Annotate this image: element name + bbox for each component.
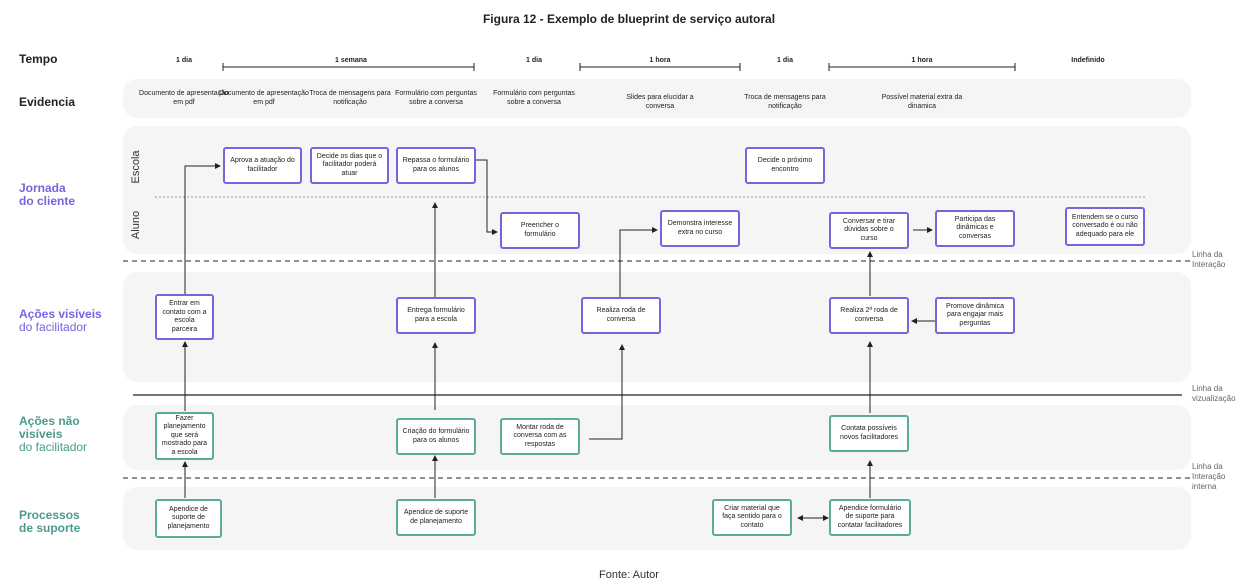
row-label-journey-line2: do cliente	[19, 194, 76, 208]
invisible-action-box: Criação do formulário para os alunos	[396, 418, 476, 455]
time-label: 1 semana	[335, 57, 367, 64]
line-label-text: Linha da	[1192, 462, 1223, 471]
evidence-item: Documento de apresentação em pdf	[139, 90, 229, 106]
aluno-step-box: Participa das dinâmicas e conversas	[935, 210, 1015, 247]
figure-title: Figura 12 - Exemplo de blueprint de serv…	[482, 12, 776, 26]
visible-action-box: Entrega formulário para a escola	[396, 297, 476, 334]
source-caption: Fonte: Autor	[599, 569, 659, 581]
visible-action-box: Realiza 2ª roda de conversa	[829, 297, 909, 334]
row-label-visible: Ações visíveis do facilitador	[19, 308, 102, 334]
row-label-invisible-line1: Ações não	[19, 414, 80, 428]
row-label-journey-line1: Jornada	[19, 181, 66, 195]
escola-step-box: Decide os dias que o facilitador poderá …	[310, 147, 389, 184]
visible-action-box: Entrar em contato com a escola parceira	[155, 294, 214, 340]
time-label: 1 hora	[649, 57, 671, 64]
row-label-invisible-line3: do facilitador	[19, 440, 88, 454]
time-label: 1 dia	[777, 57, 793, 64]
support-panel	[123, 487, 1191, 550]
line-label-text: Linha da	[1192, 250, 1223, 259]
aluno-step-box: Entendem se o curso conversado é ou não …	[1065, 207, 1145, 246]
evidence-panel	[123, 79, 1191, 118]
time-label: 1 dia	[176, 57, 192, 64]
row-label-invisible-line2: visíveis	[19, 427, 63, 441]
row-label-support-line1: Processos	[19, 508, 80, 522]
aluno-step-box: Demonstra interesse extra no curso	[660, 210, 740, 247]
visible-action-box: Realiza roda de conversa	[581, 297, 661, 334]
row-label-visible-line1: Ações visíveis	[19, 307, 102, 321]
evidence-item: Troca de mensagens para notificação	[309, 90, 391, 106]
aluno-step-box: Preencher o formulário	[500, 212, 580, 249]
evidence-item: Formulário com perguntas sobre a convers…	[493, 90, 575, 106]
escola-step-box: Aprova a atuação do facilitador	[223, 147, 302, 184]
line-label-text: Linha da	[1192, 384, 1223, 393]
line-label-text: vizualização	[1192, 394, 1236, 403]
time-label: 1 hora	[911, 57, 933, 64]
invisible-action-box: Contata possíveis novos facilitadores	[829, 415, 909, 452]
row-label-support-line2: de suporte	[19, 521, 81, 535]
evidence-item: Troca de mensagens para notificação	[744, 94, 826, 110]
evidence-item: Formulário com perguntas sobre a convers…	[395, 90, 477, 106]
line-label-text: Interação	[1192, 472, 1226, 481]
row-label-visible-line2: do facilitador	[19, 320, 88, 334]
invisible-action-box: Fazer planejamento que será mostrado par…	[155, 412, 214, 460]
evidence-item: Slides para elucidar a conversa	[626, 94, 694, 110]
row-label-time: Tempo	[19, 52, 58, 66]
support-process-box: Apendice formulário de suporte para cont…	[829, 499, 911, 536]
visible-action-box: Promove dinâmica para engajar mais pergu…	[935, 297, 1015, 334]
interaction-line-label: Linha da Interação	[1192, 250, 1225, 270]
time-label: Indefinido	[1071, 57, 1105, 64]
invisible-actions-panel	[123, 405, 1191, 470]
evidence-item: Documento de apresentação em pdf	[219, 90, 309, 106]
support-process-box: Apendice de suporte de planejamento	[155, 499, 222, 538]
row-label-support: Processos de suporte	[19, 509, 80, 535]
row-label-journey: Jornada do cliente	[19, 182, 75, 208]
time-label: 1 dia	[526, 57, 542, 64]
line-label-text: interna	[1192, 482, 1217, 491]
row-label-evidence: Evidencia	[19, 95, 76, 109]
escola-step-box: Repassa o formulário para os alunos	[396, 147, 476, 184]
evidence-item: Possível material extra da dinamica	[881, 94, 963, 110]
aluno-step-box: Conversar e tirar dúvidas sobre o curso	[829, 212, 909, 249]
visibility-line-label: Linha da vizualização	[1192, 384, 1236, 404]
row-label-invisible: Ações não visíveis do facilitador	[19, 415, 87, 454]
support-process-box: Criar material que faça sentido para o c…	[712, 499, 792, 536]
invisible-action-box: Montar roda de conversa com as respostas	[500, 418, 580, 455]
line-label-text: Interação	[1192, 260, 1226, 269]
support-process-box: Apendice de suporte de planejamento	[396, 499, 476, 536]
internal-interaction-line-label: Linha da Interação interna	[1192, 462, 1225, 492]
escola-step-box: Decide o próximo encontro	[745, 147, 825, 184]
